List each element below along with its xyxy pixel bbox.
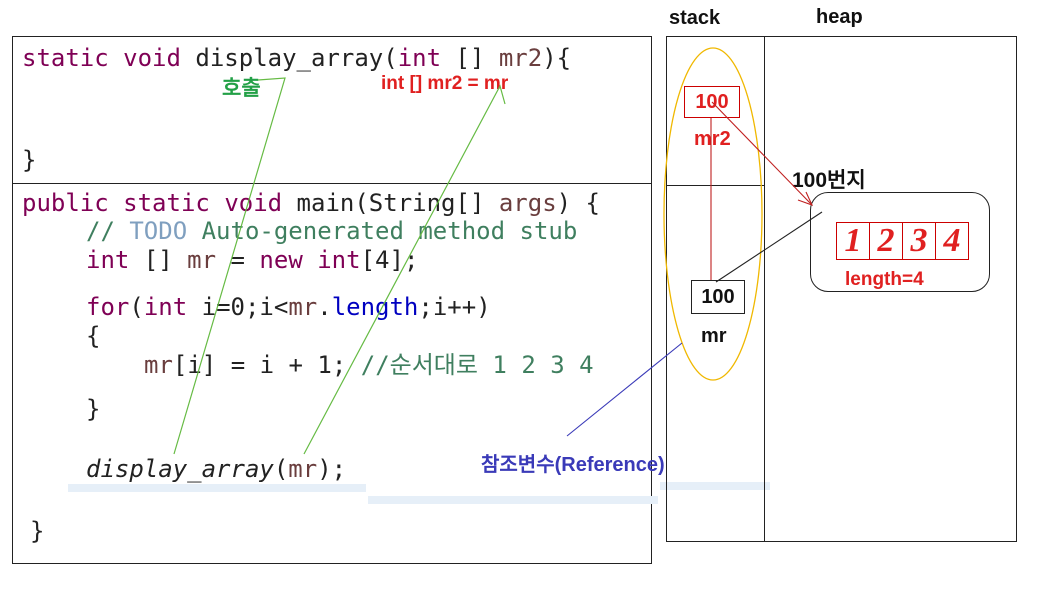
stack-frame-divider	[666, 185, 765, 186]
decl-eq: =	[216, 246, 260, 274]
loop-close-brace: }	[86, 395, 101, 423]
reference-pointer-line	[566, 342, 683, 437]
mr2-to-heap-line	[711, 101, 813, 206]
param-mr2: mr2	[498, 44, 543, 72]
main-signature: public static void main(String[] args) {	[22, 189, 600, 217]
param-assign-label: int [] mr2 = mr	[381, 73, 509, 94]
for-init: i=0;i<	[187, 293, 289, 321]
assign-rest: [i] = i + 1;	[172, 351, 361, 379]
heap-title: heap	[816, 6, 863, 28]
memory-panel	[666, 36, 1017, 542]
kw-for: for	[86, 293, 130, 321]
call-arrow-line	[173, 77, 286, 455]
comment-text: Auto-generated method stub	[187, 217, 578, 245]
method-name: display_array(	[195, 44, 398, 72]
kw-int: int	[143, 293, 188, 321]
method-call: display_array(mr);	[86, 455, 346, 483]
call-open: (	[273, 455, 289, 483]
call-arg: mr	[288, 455, 318, 483]
comment-prefix: //	[86, 217, 130, 245]
length-label: length=4	[845, 269, 924, 290]
kw-int: int	[86, 246, 130, 274]
decl-dim: [4];	[360, 246, 419, 274]
stack-heap-divider	[764, 36, 765, 542]
code-panel	[12, 36, 652, 564]
mr-label: mr	[701, 325, 727, 347]
var-mr: mr	[187, 246, 217, 274]
loop-open-brace: {	[86, 322, 101, 350]
main-close: }	[30, 517, 45, 545]
decl-brackets: []	[129, 246, 188, 274]
call-end: );	[317, 455, 347, 483]
reference-label: 참조변수(Reference)	[481, 454, 665, 476]
param-arrow-line	[303, 84, 506, 455]
kw-void: void	[224, 189, 283, 217]
sig-end: ){	[542, 44, 572, 72]
kw-public: public	[22, 189, 109, 217]
var-mr: mr	[144, 351, 173, 379]
kw-new: new	[259, 246, 303, 274]
kw-static: static	[22, 44, 109, 72]
display-array-close: }	[22, 146, 37, 174]
highlight-bar	[660, 482, 770, 490]
var-mr: mr	[288, 293, 318, 321]
address-label: 100번지	[792, 169, 866, 192]
kw-static: static	[123, 189, 210, 217]
stack-highlight-ellipse	[663, 47, 763, 381]
stack-title: stack	[669, 7, 721, 29]
main-end: ) {	[556, 189, 601, 217]
call-label: 호출	[222, 77, 261, 100]
array-declaration: int [] mr = new int[4];	[86, 246, 418, 274]
param-args: args	[498, 189, 557, 217]
assign-statement: mr[i] = i + 1; //순서대로 1 2 3 4	[144, 351, 594, 379]
highlight-bar	[368, 496, 658, 504]
mr2-label: mr2	[694, 128, 731, 150]
call-name: display_array	[86, 455, 274, 483]
mr-to-heap-line	[715, 211, 823, 283]
for-end: ;i++)	[418, 293, 491, 321]
brackets: []	[441, 44, 499, 72]
assign-comment: //순서대로 1 2 3 4	[360, 351, 594, 379]
arrowhead	[797, 191, 814, 206]
main-name: main(String[]	[282, 189, 499, 217]
highlight-bar	[68, 484, 366, 492]
display-array-signature: static void display_array(int [] mr2){	[22, 44, 571, 72]
method-divider	[12, 183, 652, 184]
array-cell: 4	[935, 222, 969, 260]
comment-todo: TODO	[129, 217, 188, 245]
kw-int-2: int	[317, 246, 361, 274]
heap-array-object	[810, 192, 990, 292]
field-length: length	[331, 293, 419, 321]
for-loop: for(int i=0;i<mr.length;i++)	[86, 293, 491, 321]
for-dot: .	[317, 293, 332, 321]
kw-void: void	[123, 44, 181, 72]
kw-int: int	[397, 44, 442, 72]
todo-comment: // TODO Auto-generated method stub	[86, 217, 577, 245]
for-open: (	[129, 293, 144, 321]
